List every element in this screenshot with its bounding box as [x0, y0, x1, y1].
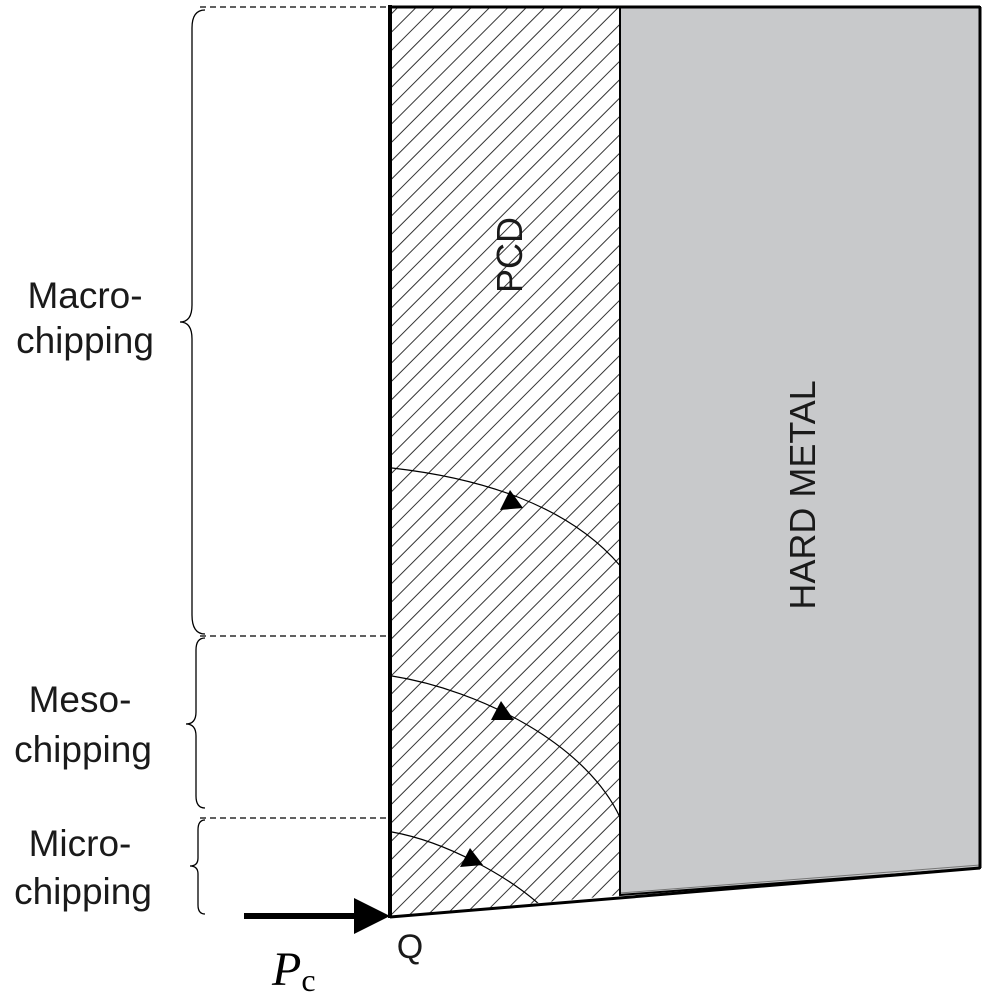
micro-chipping-brace — [189, 819, 206, 915]
macro-chipping-label-line1: Macro- — [27, 275, 142, 316]
hard-metal-label: HARD METAL — [782, 380, 823, 609]
meso-chipping-label-line2: chipping — [14, 729, 152, 770]
force-label: Pc — [271, 943, 316, 998]
macro-crack-arrow — [500, 490, 523, 510]
micro-crack-arrow — [460, 848, 483, 867]
point-q-label: Q — [397, 928, 423, 966]
meso-chipping-label-line1: Meso- — [29, 679, 132, 720]
pcd-hatching — [390, 7, 620, 917]
micro-chipping-label-line2: chipping — [14, 871, 152, 912]
meso-chipping-brace — [185, 637, 206, 809]
force-symbol: P — [271, 943, 301, 996]
macro-chipping-label-line2: chipping — [16, 320, 154, 361]
micro-chipping-label-line1: Micro- — [29, 823, 132, 864]
meso-crack-curve — [391, 675, 620, 823]
force-arrow-head — [354, 898, 390, 934]
pcd-label: PCD — [489, 217, 530, 293]
hard-metal-bottom-edge-shadow — [619, 864, 981, 894]
meso-crack-arrow — [491, 701, 514, 720]
macro-crack-curve — [391, 467, 620, 569]
force-subscript: c — [301, 962, 315, 998]
tool-bottom-edge — [389, 866, 981, 919]
macro-chipping-brace — [179, 9, 206, 635]
